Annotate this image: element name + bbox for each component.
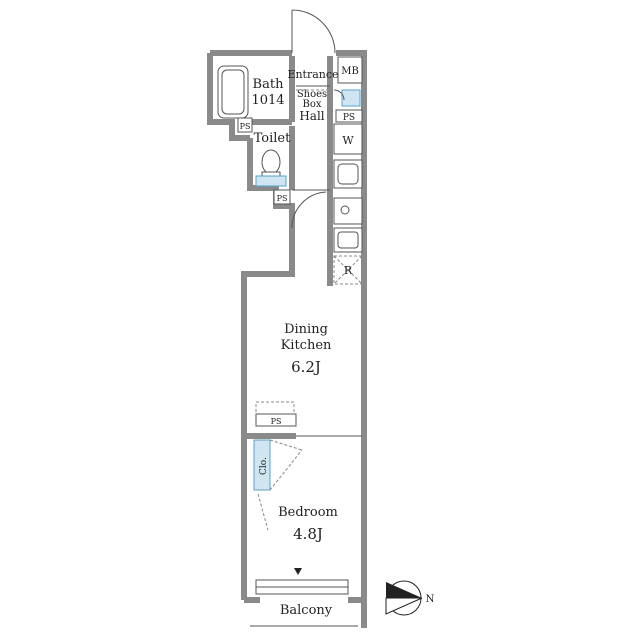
ps-box-3 [273, 189, 291, 205]
compass: N [385, 580, 435, 616]
stove-burner [340, 205, 350, 215]
ps-box-1 [335, 109, 363, 123]
bath-left-wall [207, 53, 250, 141]
walls [207, 50, 367, 628]
ps-label-1: PS [343, 113, 355, 123]
bedroom: Clo. Bedroom 4.8J [253, 439, 338, 575]
toilet-room: PS Toilet PS [237, 117, 330, 229]
washroom-door-swing [333, 89, 345, 101]
mb-box [337, 56, 363, 84]
mb-label: MB [341, 66, 359, 77]
dining-size: 6.2J [291, 358, 321, 376]
closet [253, 439, 271, 491]
entrance-area: Entrance Shoes Box Hall [287, 68, 338, 123]
refrigerator-diag-2 [333, 255, 363, 285]
washbasin [341, 89, 361, 107]
bath-label: Bath [253, 77, 285, 92]
entrance-door-swing [291, 9, 336, 54]
balcony-label: Balcony [280, 603, 333, 618]
compass-half-icon [385, 597, 423, 615]
washer-space [333, 123, 363, 155]
north-arrow-icon [386, 582, 422, 598]
hall-label: Hall [299, 109, 324, 123]
entrance-label: Entrance [287, 68, 338, 81]
refrigerator-label: R [344, 264, 353, 277]
ps-label-2: PS [240, 122, 251, 131]
toilet-bowl [261, 149, 281, 175]
left-wall [241, 138, 295, 600]
ps-label-3: PS [277, 194, 288, 203]
sink [337, 163, 359, 185]
ps-box-2 [237, 117, 253, 133]
entrance-door [291, 9, 336, 54]
corridor-door-swing [291, 191, 327, 229]
north-label: N [426, 594, 435, 605]
shoes-box-label-2: Box [302, 99, 321, 110]
toilet-label: Toilet [254, 131, 291, 146]
refrigerator-diag-1 [333, 255, 363, 285]
dk-shelf-outline [255, 401, 295, 415]
dining-label-1: Dining [284, 322, 328, 337]
closet-door-1 [269, 439, 303, 451]
bedroom-label: Bedroom [278, 505, 338, 520]
stove [333, 197, 363, 225]
ps-label-4: PS [271, 417, 282, 426]
bath-room: Bath 1014 [217, 65, 293, 120]
shoes-box-label-1: Shoes [297, 89, 327, 100]
balcony-area: Balcony [250, 579, 358, 627]
bedroom-size: 4.8J [293, 525, 323, 543]
dining-label-2: Kitchen [281, 338, 332, 353]
washer-label: W [342, 134, 354, 147]
refrigerator-space [333, 255, 363, 285]
bath-size: 1014 [251, 93, 284, 108]
utility-column: MB PS W R [333, 56, 363, 285]
closet-label: Clo. [259, 457, 269, 475]
dining-kitchen: Dining Kitchen 6.2J PS [255, 322, 332, 427]
ps-box-4 [255, 413, 297, 427]
closet-door-2 [269, 449, 303, 491]
toilet-basin [255, 175, 287, 187]
balcony-arrow-icon [294, 568, 302, 575]
bathtub-inner [221, 69, 245, 115]
closet-door-3 [257, 493, 269, 531]
kitchen-sink [337, 231, 359, 249]
